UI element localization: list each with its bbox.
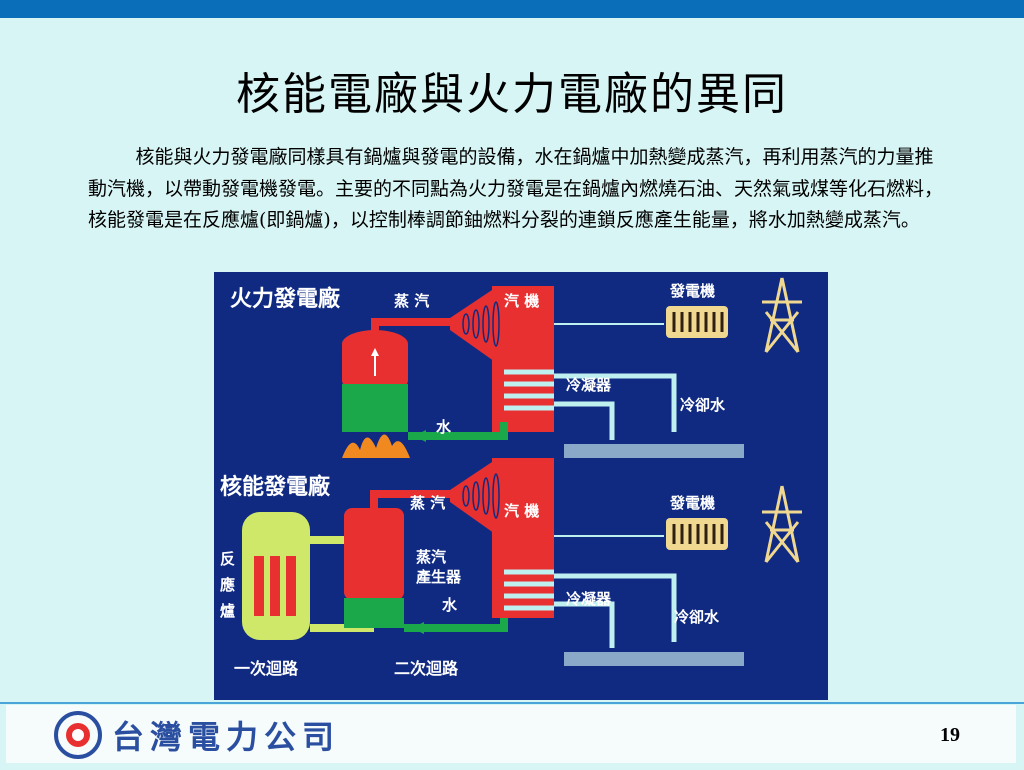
thermal-water-body	[564, 444, 744, 458]
slide-paragraph: 核能與火力發電廠同樣具有鍋爐與發電的設備，水在鍋爐中加熱變成蒸汽，再利用蒸汽的力…	[88, 146, 944, 231]
nuclear-steam-label: 蒸 汽	[410, 494, 445, 512]
steam-generator-label-2: 產生器	[415, 568, 462, 586]
thermal-cooling-label: 冷卻水	[680, 396, 726, 414]
nuclear-generator-label: 發電機	[669, 494, 715, 512]
taipower-logo-icon	[54, 711, 102, 759]
nuclear-water-label: 水	[442, 596, 458, 614]
reactor-label-1: 反	[220, 550, 235, 568]
steam-generator	[344, 508, 404, 600]
slide-title: 核能電廠與火力電廠的異同	[236, 69, 788, 120]
power-plant-diagram: 火力發電廠 蒸 汽 汽 機 發電機 冷凝器 冷卻水 水 核能發電廠	[214, 272, 828, 700]
nuclear-cooling-label: 冷卻水	[674, 608, 720, 626]
steam-generator-label-1: 蒸汽	[416, 548, 446, 566]
nuclear-heading: 核能發電廠	[220, 474, 331, 500]
thermal-condenser-label: 冷凝器	[566, 376, 612, 394]
thermal-boiler-bottom	[342, 384, 408, 432]
reactor-label-2: 應	[220, 576, 235, 594]
company-name: 台灣電力公司	[112, 718, 341, 756]
nuclear-condenser-label: 冷凝器	[566, 590, 612, 608]
reactor-label-3: 爐	[220, 602, 235, 620]
top-bar	[0, 0, 1024, 18]
nuclear-turbine-label: 汽 機	[504, 502, 539, 520]
flame-icon	[342, 434, 410, 458]
secondary-loop-label: 二次迴路	[394, 659, 459, 678]
thermal-water-label: 水	[436, 418, 452, 436]
thermal-heading: 火力發電廠	[230, 286, 341, 312]
primary-loop-label: 一次迴路	[234, 659, 299, 678]
thermal-tower-icon	[762, 277, 802, 353]
thermal-steam-label: 蒸 汽	[394, 292, 429, 310]
page-number: 19	[940, 724, 960, 746]
thermal-generator-label: 發電機	[669, 282, 715, 300]
nuclear-tower-icon	[762, 485, 802, 563]
nuclear-water-body	[564, 652, 744, 666]
footer-frame	[6, 705, 1016, 763]
thermal-turbine-label: 汽 機	[504, 292, 539, 310]
